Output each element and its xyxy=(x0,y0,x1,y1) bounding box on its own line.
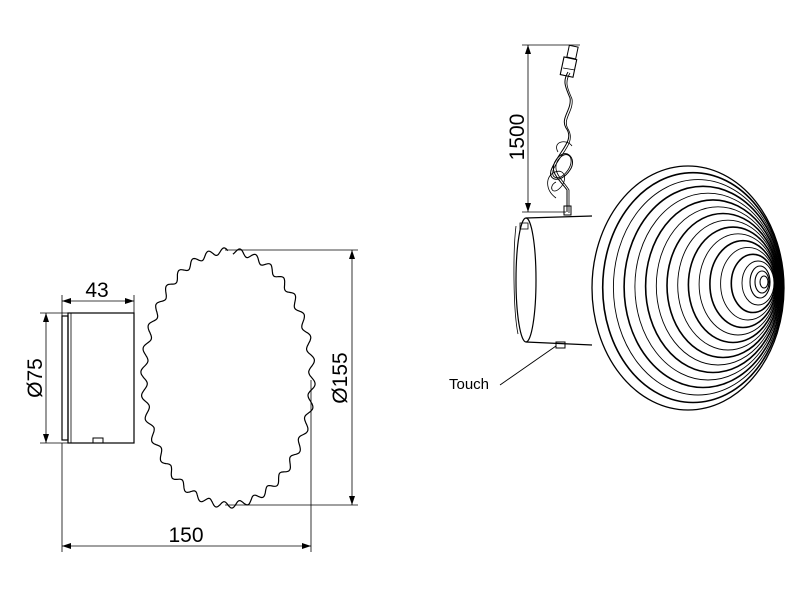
shade-rib xyxy=(741,260,775,306)
dimension-label-base-depth: 43 xyxy=(85,279,108,302)
shade-rib xyxy=(730,253,776,314)
shade-tip-ring xyxy=(754,270,770,294)
dimension-total-depth: 150 xyxy=(61,380,312,552)
cable-outlet xyxy=(563,205,572,216)
dimension-label-total-depth: 150 xyxy=(168,524,203,547)
dimension-cable-length: 1500 xyxy=(506,44,580,213)
dimension-shade-diameter: Ø155 xyxy=(225,249,358,506)
shade-rib xyxy=(666,212,780,359)
usb-plug xyxy=(559,44,579,78)
shade-tip-ring xyxy=(749,265,771,299)
wall-base-perspective xyxy=(513,205,593,349)
dimension-base-depth: 43 xyxy=(61,279,135,316)
shade-rib xyxy=(698,233,778,336)
perspective-view: 1500 Touch xyxy=(449,44,785,411)
shade-rib xyxy=(601,171,785,404)
shade-outline xyxy=(140,247,316,509)
shade-rib xyxy=(644,199,782,374)
shade-rib xyxy=(709,239,777,329)
dimension-label-shade-diameter: Ø155 xyxy=(329,352,352,403)
touch-callout: Touch xyxy=(449,345,557,393)
shade-rib xyxy=(687,226,779,344)
dimension-label-base-diameter: Ø75 xyxy=(24,358,47,398)
power-cable xyxy=(547,44,579,213)
touch-button-perspective xyxy=(555,341,566,349)
dimension-base-diameter: Ø75 xyxy=(24,312,68,444)
shade-rib xyxy=(623,185,783,389)
side-view: 43 Ø75 Ø155 150 xyxy=(24,247,358,552)
dimension-label-cable-length: 1500 xyxy=(506,114,529,161)
touch-label: Touch xyxy=(449,376,489,393)
shade-tip-ring xyxy=(759,275,769,289)
touch-button xyxy=(92,437,104,444)
ribbed-shade xyxy=(591,165,785,411)
wall-base xyxy=(61,312,135,444)
